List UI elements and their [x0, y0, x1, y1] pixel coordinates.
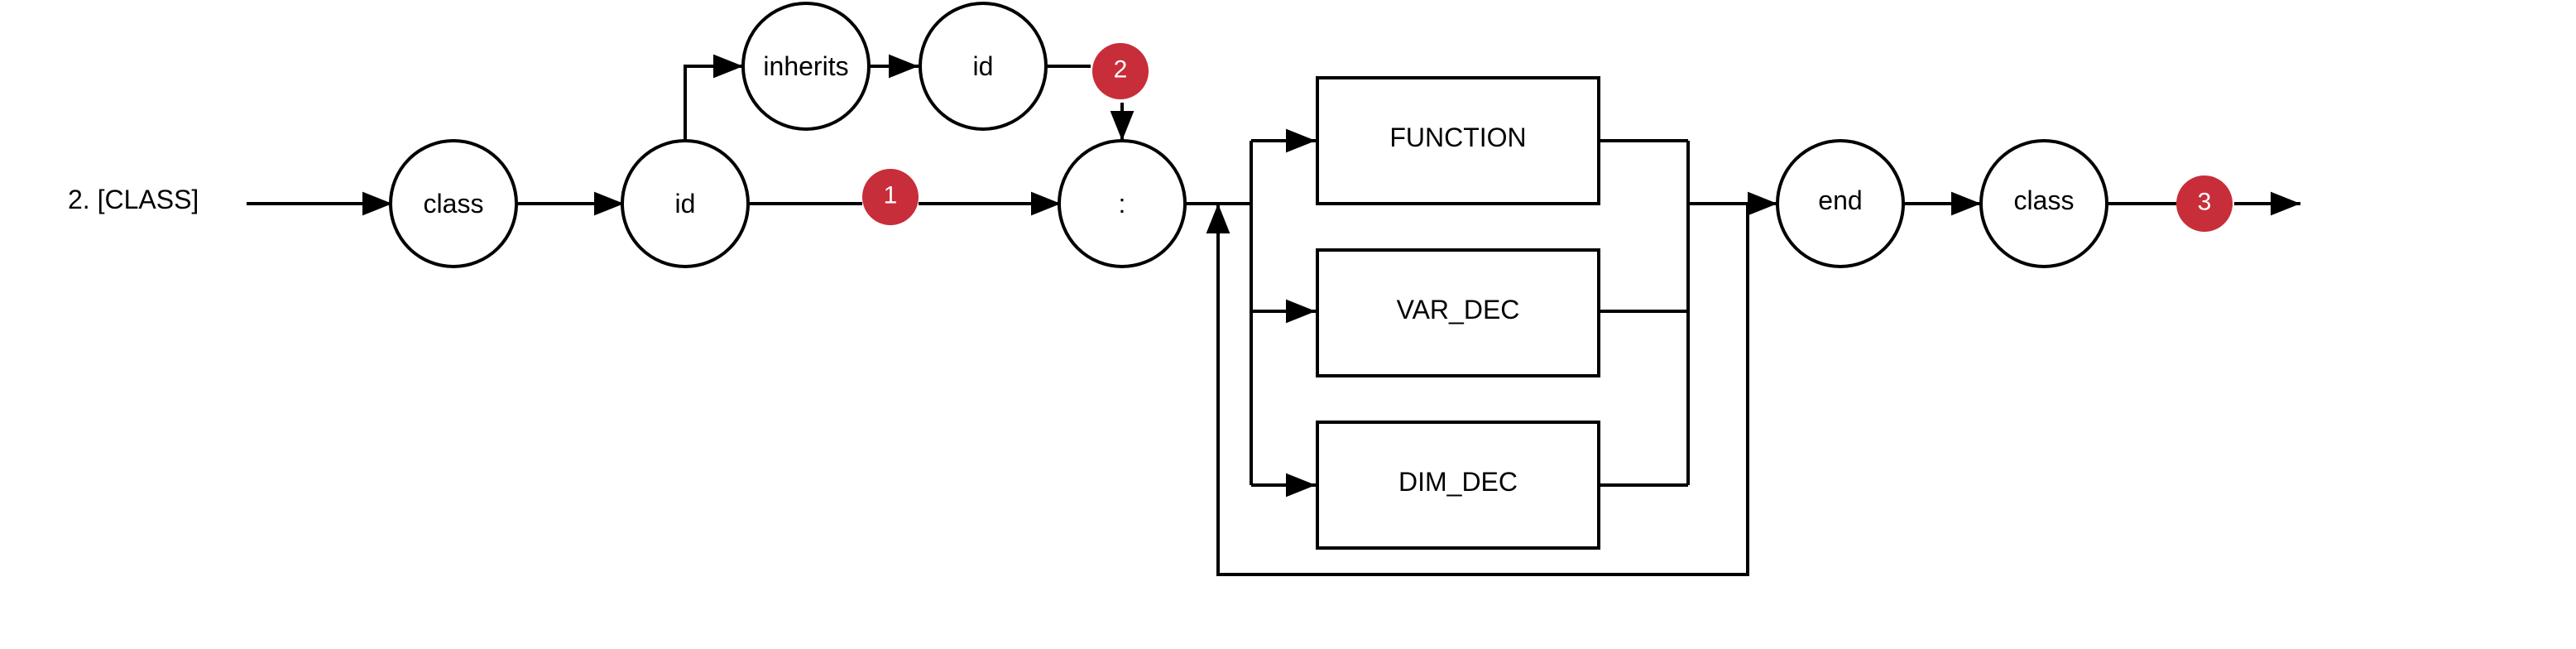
edge-loop-back — [1206, 204, 1749, 576]
node-colon-label: : — [1119, 189, 1126, 219]
node-class-start-label: class — [424, 189, 484, 219]
node-id-main: id — [621, 139, 750, 268]
diagram-title: 2. [CLASS] — [68, 185, 199, 214]
node-class-end-label: class — [2014, 185, 2075, 215]
marker-3-label: 3 — [2198, 189, 2212, 216]
node-inherits-label: inherits — [763, 51, 848, 81]
marker-1: 1 — [862, 169, 919, 225]
edges — [247, 54, 2300, 576]
marker-2: 2 — [1092, 43, 1149, 99]
node-var-dec-label: VAR_DEC — [1397, 295, 1520, 324]
node-end: end — [1776, 139, 1905, 268]
node-class-start: class — [389, 139, 518, 268]
node-var-dec: VAR_DEC — [1316, 248, 1600, 377]
node-dim-dec-label: DIM_DEC — [1398, 467, 1518, 497]
node-id-parent-label: id — [973, 51, 994, 81]
node-id-parent: id — [919, 2, 1048, 131]
edge-id-to-inherits — [684, 54, 743, 141]
node-class-end: class — [1979, 139, 2108, 268]
marker-1-label: 1 — [884, 182, 898, 209]
marker-2-label: 2 — [1114, 56, 1128, 84]
marker-3: 3 — [2176, 175, 2233, 232]
node-id-main-label: id — [675, 189, 696, 219]
node-function: FUNCTION — [1316, 76, 1600, 205]
node-function-label: FUNCTION — [1389, 123, 1526, 152]
node-dim-dec: DIM_DEC — [1316, 421, 1600, 550]
node-end-label: end — [1818, 185, 1862, 215]
node-inherits: inherits — [741, 2, 871, 131]
node-colon: : — [1058, 139, 1187, 268]
